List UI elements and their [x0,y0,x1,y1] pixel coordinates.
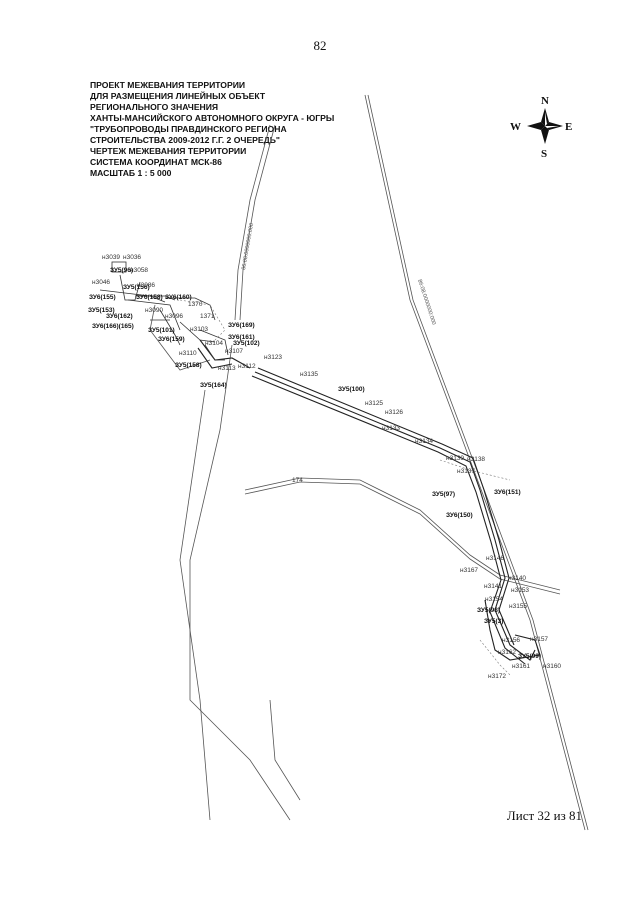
compass-w-label: W [510,121,521,133]
point-label: н3125 [365,400,383,407]
parcel-label: ЗУ6(150) [446,512,473,519]
point-label: н3107 [225,348,243,355]
parcel-label: ЗУ6(155) [89,294,116,301]
point-label: н3123 [264,354,282,361]
parcel-labels: ЗУ5(96) ЗУ6(155) ЗУ5(156) ЗУ6(158) ЗУ6(1… [88,267,541,660]
point-label: 1370 [188,301,203,308]
point-label: н3135 [300,371,318,378]
point-label: н3156 [502,637,520,644]
point-label: н3058 [130,267,148,274]
page-number: 82 [313,38,327,53]
parcel-label: ЗУ6(158) [136,294,163,301]
compass-arrow-west [527,122,545,130]
point-label: н3146 [486,555,504,562]
point-label: н3096 [165,313,183,320]
dashed-boundaries [179,299,511,676]
west-parcels [99,261,229,361]
parcel-label: ЗУ5(101) [148,327,175,334]
point-label: н3134 [415,438,433,445]
point-label: 174 [292,477,303,484]
point-label: н3139 [446,455,464,462]
road-north [234,124,271,321]
parcel-label: ЗУ5(156) [123,284,150,291]
parcel-label: ЗУ6(161) [228,334,255,341]
point-label: н3153 [511,587,529,594]
point-label: н3086 [137,282,155,289]
compass-arrow-south [541,126,549,144]
point-label: н3141 [484,583,502,590]
point-label: н3133 [382,425,400,432]
point-label: н3154 [485,596,503,603]
point-label: н3162 [498,649,516,656]
point-label: н3140 [508,575,526,582]
point-label: н3104 [205,340,223,347]
point-label: н3138 [467,456,485,463]
road-east [364,94,586,831]
point-label: н3157 [530,636,548,643]
parcel-label: ЗУ6(162) [106,313,133,320]
pipeline-corridor [197,339,541,665]
parcel-label: ЗУ5(100) [338,386,365,393]
parcel-label: ЗУ6(160) [165,294,192,301]
point-label: н3167 [460,567,478,574]
point-label: н3036 [123,254,141,261]
title-line: МАСШТАБ 1 : 5 000 [90,168,172,178]
parcel-label: ЗУ6(151) [494,489,521,496]
title-line: СТРОИТЕЛЬСТВА 2009-2012 Г.Г. 2 ОЧЕРЕДЬ" [90,135,281,145]
parcel-label: ЗУ5(98) [477,607,500,614]
parcel-label: ЗУ5(3) [484,618,503,625]
road-cadastral-label: 86:08:0000000:000 [416,279,436,326]
title-line: ХАНТЫ-МАНСИЙСКОГО АВТОНОМНОГО ОКРУГА - Ю… [90,113,335,123]
title-block: ПРОЕКТ МЕЖЕВАНИЯ ТЕРРИТОРИИ ДЛЯ РАЗМЕЩЕН… [90,80,334,179]
point-label: н3113 [218,365,236,372]
point-label: н3039 [102,254,120,261]
parcel-label: ЗУ6(166)(165) [92,323,134,330]
compass-e-label: E [565,121,572,133]
road-cadastral-label: 86:08:0000000:000 [241,223,255,271]
compass-rose: N S W E [510,95,572,160]
point-label: н3155 [509,603,527,610]
parcel-label: ЗУ5(158) [175,362,202,369]
parcel-label: ЗУ5(102) [233,340,260,347]
point-labels: н3039 н3036 н3058 н3046 н3086 н3090 н309… [92,254,561,680]
point-label: н3110 [179,350,197,357]
point-label: н3161 [512,663,530,670]
parcel-label: ЗУ5(96) [110,267,133,274]
sheet-label: Лист 32 из 81 [506,808,582,823]
point-label: н3137 [457,468,475,475]
title-line: ЧЕРТЕЖ МЕЖЕВАНИЯ ТЕРРИТОРИИ [90,146,247,156]
parcel-label: ЗУ6(159) [158,336,185,343]
point-label: 1371 [200,313,215,320]
point-label: н3103 [190,326,208,333]
parcel-label: ЗУ5(153) [88,307,115,314]
parcel-label: ЗУ5(164) [200,382,227,389]
point-label: н3172 [488,673,506,680]
parcel-label: ЗУ6(169) [228,322,255,329]
point-label: н3126 [385,409,403,416]
pipeline-line [254,371,536,661]
compass-n-label: N [541,95,549,107]
title-line: СИСТЕМА КООРДИНАТ МСК-86 [90,157,222,167]
road-lines [149,94,589,831]
compass-s-label: S [541,148,547,160]
parcel-label: ЗУ5(99) [518,653,541,660]
title-line: ПРОЕКТ МЕЖЕВАНИЯ ТЕРРИТОРИИ [90,80,246,90]
parcel-label: ЗУ5(97) [432,491,455,498]
title-line: РЕГИОНАЛЬНОГО ЗНАЧЕНИЯ [90,102,219,112]
title-line: ДЛЯ РАЗМЕЩЕНИЯ ЛИНЕЙНЫХ ОБЪЕКТ [90,91,266,101]
point-label: н3090 [145,307,163,314]
point-label: н3112 [238,363,256,370]
title-line: "ТРУБОПРОВОДЫ ПРАВДИНСКОГО РЕГИОНА [90,124,287,134]
point-label: н3160 [543,663,561,670]
point-label: н3046 [92,279,110,286]
